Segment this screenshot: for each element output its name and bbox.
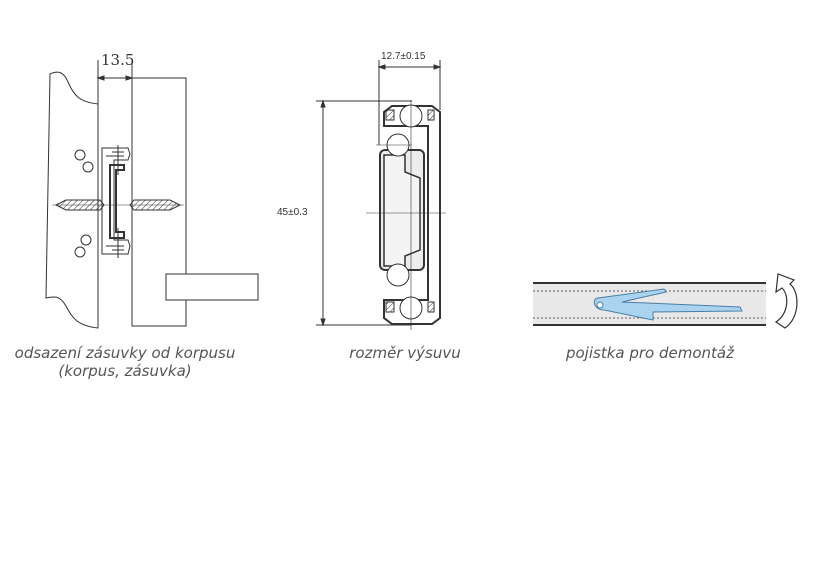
slide-size-caption: rozměr výsuvu bbox=[349, 344, 461, 362]
lock-caption: pojistka pro demontáž bbox=[565, 344, 734, 362]
lock-drawing bbox=[533, 273, 798, 329]
height-dimension-label: 45±0.3 bbox=[277, 207, 308, 218]
offset-caption: odsazení zásuvky od korpusu (korpus, zás… bbox=[0, 344, 250, 380]
slide-cross-section bbox=[316, 60, 446, 330]
offset-dimension-label: 13.5 bbox=[101, 51, 135, 69]
offset-drawing bbox=[45, 60, 259, 329]
offset-caption-line2: (korpus, zásuvka) bbox=[58, 362, 192, 380]
offset-caption-line1: odsazení zásuvky od korpusu bbox=[14, 344, 236, 362]
width-dimension-label: 12.7±0.15 bbox=[381, 51, 426, 62]
